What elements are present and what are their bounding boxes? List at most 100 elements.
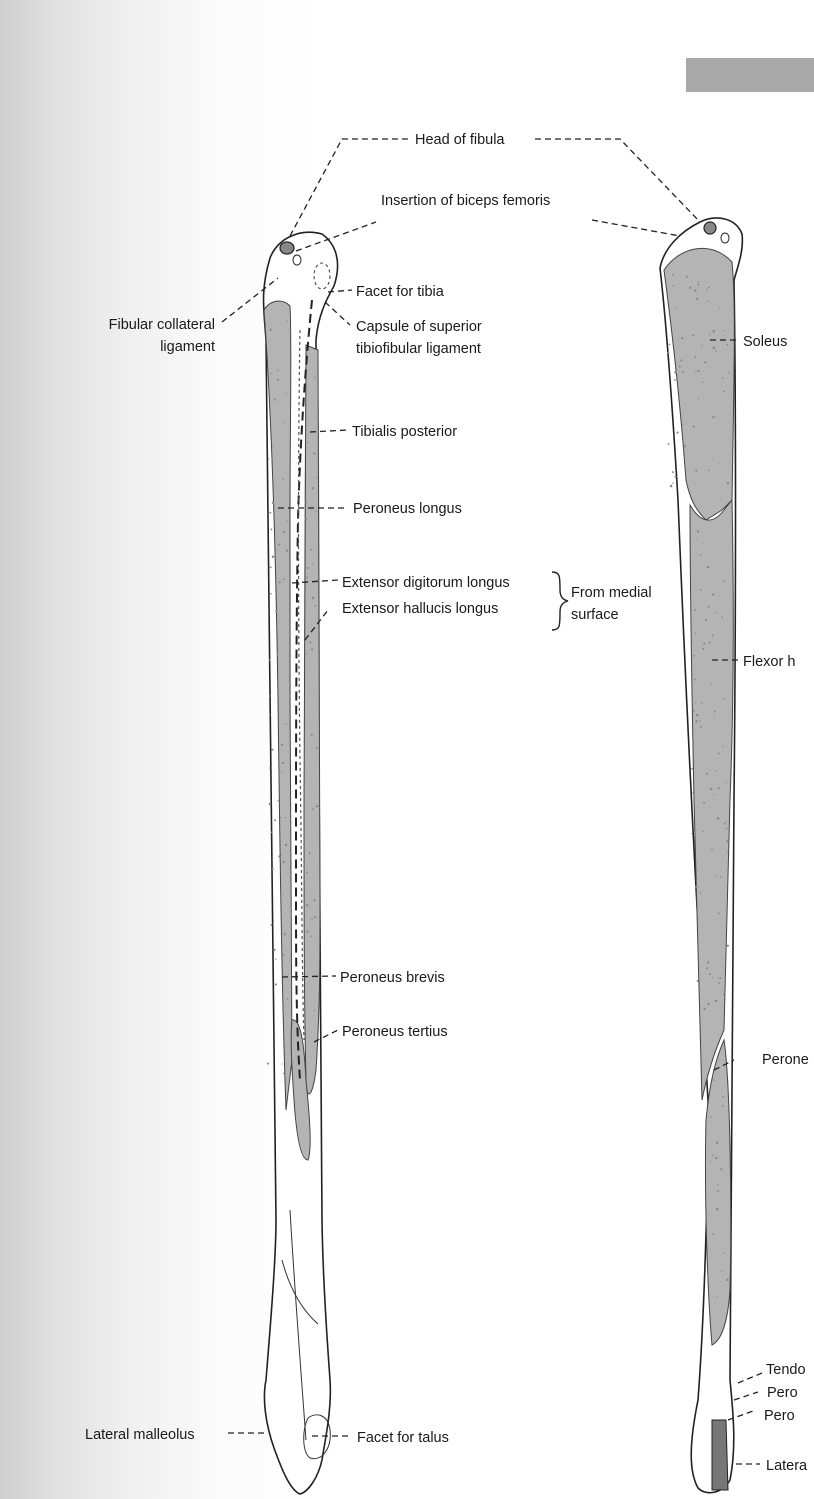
stipple-dot (284, 1044, 286, 1046)
stipple-dot (695, 720, 697, 722)
stipple-dot (283, 531, 285, 533)
stipple-dot (307, 577, 309, 579)
stipple-dot (313, 1010, 314, 1011)
label-from-medial: From medial (571, 585, 652, 601)
stipple-dot (283, 421, 284, 422)
stipple-dot (284, 933, 286, 935)
stipple-dot (718, 982, 720, 984)
stipple-dot (700, 892, 702, 894)
stipple-dot (695, 370, 697, 372)
stipple-dot (713, 1079, 715, 1081)
stipple-dot (718, 912, 720, 914)
stipple-dot (278, 543, 280, 545)
stipple-dot (316, 747, 318, 749)
stipple-dot (707, 566, 710, 569)
stipple-dot (727, 945, 729, 947)
stipple-dot (710, 684, 711, 685)
stipple-dot (697, 284, 699, 286)
label-lateral-malleolus: Lateral malleolus (85, 1427, 195, 1443)
stipple-dot (269, 714, 271, 716)
stipple-dot (711, 849, 713, 851)
stipple-dot (311, 734, 313, 736)
stipple-dot (716, 876, 717, 877)
stipple-dot (706, 967, 708, 969)
stipple-dot (703, 1008, 705, 1010)
left-posterior-area (304, 345, 320, 1094)
stipple-dot (694, 289, 697, 292)
stipple-dot (309, 642, 311, 644)
left-fibula (264, 232, 338, 1494)
stipple-dot (723, 994, 725, 996)
stipple-dot (703, 802, 705, 804)
stipple-dot (727, 852, 728, 853)
stipple-dot (692, 792, 694, 794)
label-insertion-biceps-femoris: Insertion of biceps femoris (381, 193, 550, 209)
stipple-dot (305, 518, 308, 521)
stipple-dot (717, 1190, 719, 1192)
stipple-dot (313, 899, 315, 901)
stipple-dot (270, 566, 272, 568)
label-capsule-2: tibiofibular ligament (356, 341, 481, 357)
stipple-dot (712, 1155, 714, 1157)
stipple-dot (712, 1233, 714, 1235)
stipple-dot (283, 578, 285, 580)
stipple-dot (281, 772, 282, 773)
stipple-dot (708, 606, 710, 608)
stipple-dot (686, 276, 688, 278)
stipple-dot (715, 770, 716, 771)
stipple-dot (720, 1168, 722, 1170)
stipple-dot (713, 718, 714, 719)
stipple-dot (728, 372, 730, 374)
right-biceps-insertion (704, 222, 716, 234)
stipple-dot (698, 370, 700, 372)
stipple-dot (283, 861, 285, 863)
stipple-dot (694, 632, 695, 633)
stipple-dot (722, 1105, 724, 1107)
stipple-dot (672, 274, 674, 276)
stipple-dot (269, 659, 271, 661)
label-facet-for-tibia: Facet for tibia (356, 284, 445, 300)
stipple-dot (270, 593, 272, 595)
stipple-dot (717, 1296, 718, 1297)
stipple-dot (283, 1073, 284, 1074)
stipple-dot (696, 714, 699, 717)
stipple-dot (312, 564, 313, 565)
stipple-dot (313, 452, 315, 454)
stipple-dot (700, 589, 702, 591)
label-extensor-digitorum-longus: Extensor digitorum longus (342, 575, 510, 591)
stipple-dot (279, 581, 281, 583)
medial-surface-bracket (552, 572, 568, 630)
stipple-dot (286, 393, 288, 395)
stipple-dot (271, 831, 273, 833)
stipple-dot (711, 634, 713, 636)
stipple-dot (724, 581, 726, 583)
stipple-dot (716, 1142, 718, 1144)
stipple-dot (715, 1157, 717, 1159)
stipple-dot (712, 977, 713, 978)
stipple-dot (705, 619, 707, 621)
stipple-dot (697, 530, 699, 532)
stipple-dot (282, 1063, 283, 1064)
stipple-dot (692, 334, 694, 336)
stipple-dot (312, 597, 314, 599)
stipple-dot (287, 521, 288, 522)
stipple-dot (275, 958, 276, 959)
stipple-dot (269, 803, 272, 806)
header-bar (686, 58, 814, 92)
stipple-dot (712, 416, 714, 418)
stipple-dot (722, 746, 723, 747)
stipple-dot (724, 823, 726, 825)
stipple-dot (287, 330, 288, 331)
stipple-dot (707, 1003, 709, 1005)
stipple-dot (286, 321, 288, 323)
label-peroneus-tertius: Peroneus tertius (342, 1024, 448, 1040)
stipple-dot (710, 1116, 712, 1118)
stipple-dot (717, 1184, 719, 1186)
label-pero-2: Pero (764, 1408, 795, 1424)
stipple-dot (672, 285, 673, 286)
stipple-dot (271, 373, 272, 374)
stipple-dot (709, 334, 710, 335)
label-pero-1: Pero (767, 1385, 798, 1401)
stipple-dot (695, 470, 697, 472)
stipple-dot (270, 329, 272, 331)
